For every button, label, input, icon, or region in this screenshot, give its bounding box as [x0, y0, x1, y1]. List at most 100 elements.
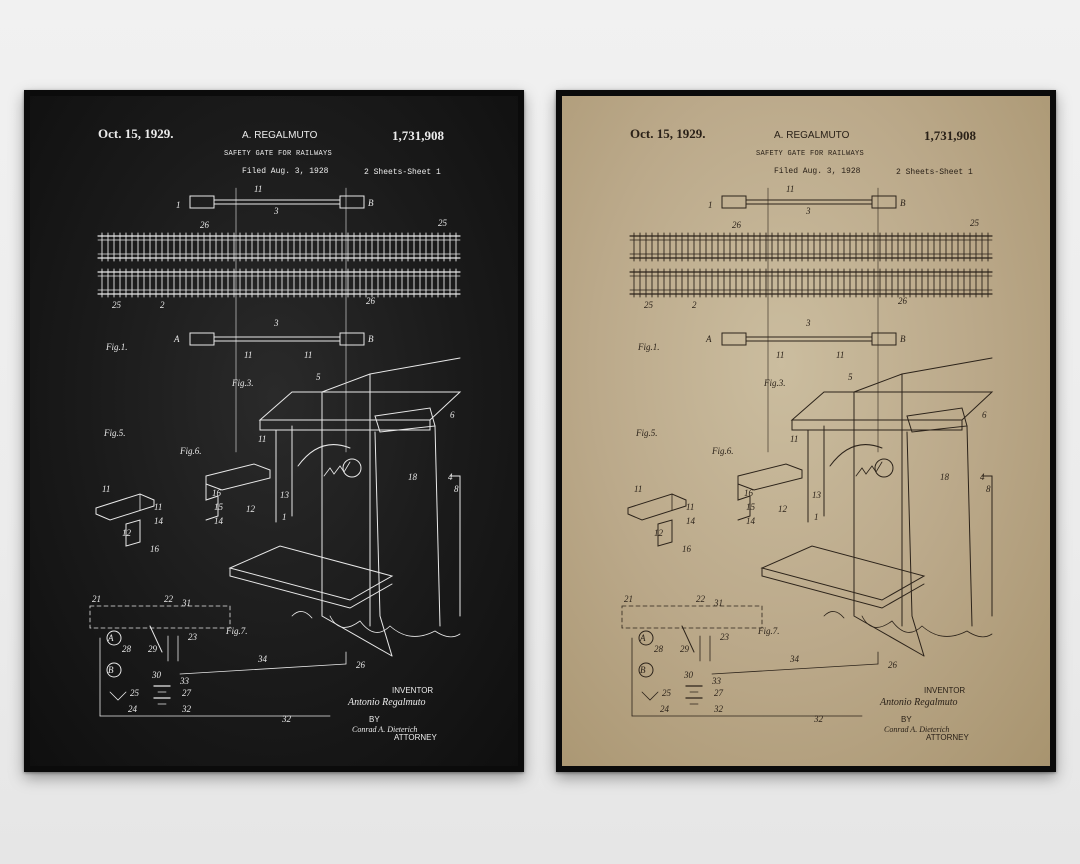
- svg-text:B: B: [368, 334, 374, 344]
- svg-text:11: 11: [686, 502, 694, 512]
- poster-frame-light: Oct. 15, 1929. A. REGALMUTO 1,731,908 SA…: [556, 90, 1056, 772]
- svg-text:Fig.7.: Fig.7.: [757, 626, 780, 636]
- svg-text:11: 11: [258, 434, 266, 444]
- svg-text:24: 24: [660, 704, 670, 714]
- svg-text:6: 6: [982, 410, 987, 420]
- svg-text:34: 34: [257, 654, 268, 664]
- svg-text:27: 27: [714, 688, 724, 698]
- svg-text:16: 16: [744, 488, 754, 498]
- svg-text:26: 26: [200, 220, 210, 230]
- patent-number: 1,731,908: [924, 128, 976, 143]
- svg-text:5: 5: [316, 372, 321, 382]
- svg-text:4: 4: [980, 472, 985, 482]
- svg-text:26: 26: [366, 296, 376, 306]
- svg-text:22: 22: [164, 594, 174, 604]
- gate-mechanism-perspective: [228, 357, 462, 657]
- svg-text:18: 18: [940, 472, 950, 482]
- gate-plan-view: [189, 187, 365, 453]
- svg-text:18: 18: [408, 472, 418, 482]
- svg-text:29: 29: [148, 644, 158, 654]
- svg-text:3: 3: [273, 206, 279, 216]
- svg-text:11: 11: [786, 184, 794, 194]
- circuit-diagram: [89, 605, 347, 717]
- by-label: BY: [901, 715, 912, 724]
- svg-text:Fig.7.: Fig.7.: [225, 626, 248, 636]
- svg-text:25: 25: [970, 218, 980, 228]
- svg-text:23: 23: [720, 632, 730, 642]
- svg-text:3: 3: [273, 318, 279, 328]
- figure-labels: Fig.1. Fig.3. Fig.5. Fig.6. Fig.7.: [635, 342, 786, 636]
- svg-text:31: 31: [713, 598, 723, 608]
- svg-text:32: 32: [181, 704, 192, 714]
- svg-text:28: 28: [654, 644, 664, 654]
- svg-text:14: 14: [746, 516, 756, 526]
- svg-text:14: 14: [154, 516, 164, 526]
- svg-text:3: 3: [805, 206, 811, 216]
- patent-title: SAFETY GATE FOR RAILWAYS: [756, 150, 865, 158]
- svg-text:A: A: [705, 334, 712, 344]
- circuit-diagram: [621, 605, 879, 717]
- svg-text:16: 16: [212, 488, 222, 498]
- svg-text:27: 27: [182, 688, 192, 698]
- svg-text:A: A: [107, 633, 114, 643]
- svg-text:14: 14: [214, 516, 224, 526]
- svg-text:2: 2: [692, 300, 697, 310]
- svg-text:30: 30: [683, 670, 694, 680]
- gate-detail-views: [95, 463, 271, 547]
- svg-text:3: 3: [805, 318, 811, 328]
- patent-number: 1,731,908: [392, 128, 444, 143]
- poster-frame-dark: Oct. 15, 1929. A. REGALMUTO 1,731,908 SA…: [24, 90, 524, 772]
- patent-date: Oct. 15, 1929.: [98, 126, 174, 141]
- inventor-signature: Antonio Regalmuto: [348, 697, 426, 708]
- inventor-signature: Antonio Regalmuto: [880, 697, 958, 708]
- svg-text:15: 15: [746, 502, 756, 512]
- patent-drawing: Fig.1. Fig.3. Fig.5. Fig.6. Fig.7. 1113 …: [89, 184, 462, 724]
- svg-text:B: B: [900, 334, 906, 344]
- svg-text:2: 2: [160, 300, 165, 310]
- svg-text:21: 21: [92, 594, 101, 604]
- svg-text:30: 30: [151, 670, 162, 680]
- svg-text:11: 11: [776, 350, 784, 360]
- svg-text:1: 1: [814, 512, 819, 522]
- svg-text:11: 11: [304, 350, 312, 360]
- svg-text:13: 13: [812, 490, 822, 500]
- svg-text:1: 1: [282, 512, 287, 522]
- svg-text:12: 12: [778, 504, 788, 514]
- svg-text:32: 32: [813, 714, 824, 724]
- svg-text:28: 28: [122, 644, 132, 654]
- railway-track: [97, 268, 461, 298]
- svg-text:8: 8: [454, 484, 459, 494]
- svg-text:26: 26: [888, 660, 898, 670]
- svg-text:32: 32: [713, 704, 724, 714]
- svg-text:Fig.6.: Fig.6.: [711, 446, 734, 456]
- svg-text:B: B: [900, 198, 906, 208]
- svg-text:25: 25: [644, 300, 654, 310]
- svg-text:B: B: [108, 665, 114, 675]
- svg-text:Fig.3.: Fig.3.: [231, 378, 254, 388]
- svg-text:24: 24: [128, 704, 138, 714]
- sheet-count: 2 Sheets-Sheet 1: [896, 168, 973, 177]
- svg-text:25: 25: [130, 688, 140, 698]
- patent-print-vintage: Oct. 15, 1929. A. REGALMUTO 1,731,908 SA…: [562, 96, 1050, 766]
- svg-text:25: 25: [112, 300, 122, 310]
- svg-text:16: 16: [682, 544, 692, 554]
- svg-text:B: B: [640, 665, 646, 675]
- svg-text:11: 11: [154, 502, 162, 512]
- svg-text:31: 31: [181, 598, 191, 608]
- svg-text:4: 4: [448, 472, 453, 482]
- svg-text:33: 33: [711, 676, 722, 686]
- svg-text:6: 6: [450, 410, 455, 420]
- inventor-name: A. REGALMUTO: [242, 130, 318, 141]
- filed-date: Filed Aug. 3, 1928: [774, 167, 861, 176]
- svg-text:11: 11: [254, 184, 262, 194]
- svg-text:1: 1: [176, 200, 181, 210]
- svg-text:13: 13: [280, 490, 290, 500]
- svg-text:B: B: [368, 198, 374, 208]
- patent-print-dark: Oct. 15, 1929. A. REGALMUTO 1,731,908 SA…: [30, 96, 518, 766]
- svg-text:12: 12: [246, 504, 256, 514]
- svg-text:33: 33: [179, 676, 190, 686]
- svg-text:Fig.3.: Fig.3.: [763, 378, 786, 388]
- svg-text:32: 32: [281, 714, 292, 724]
- railway-track: [629, 268, 993, 298]
